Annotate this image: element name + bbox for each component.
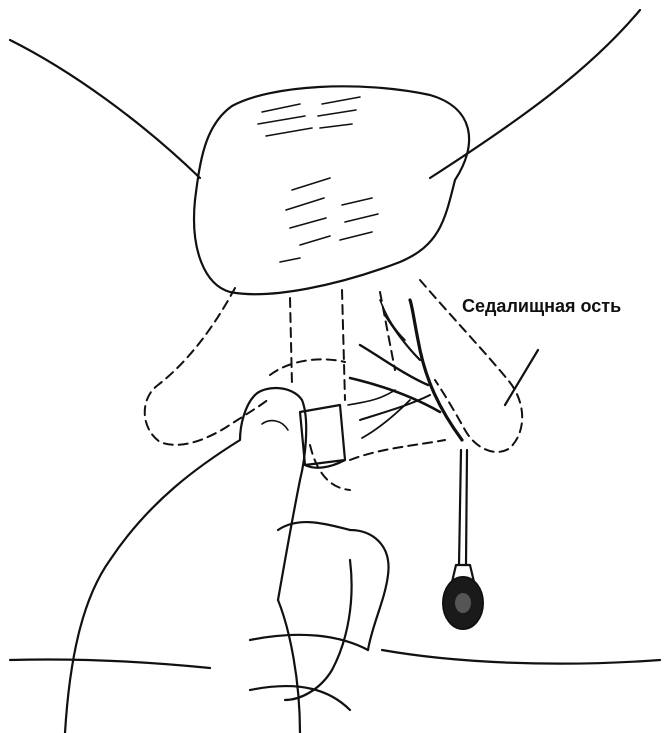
right-thigh-outline: [430, 10, 640, 178]
hand: [65, 388, 389, 733]
label-leader-line: [505, 350, 538, 405]
skin-line-right: [382, 650, 660, 664]
ischial-spine-label: Седалищная ость: [462, 296, 621, 317]
pudendal-nerve: [348, 300, 462, 440]
needle: [443, 450, 483, 629]
fetal-head: [194, 86, 469, 294]
skin-line-left: [10, 659, 210, 668]
left-thigh-outline: [10, 40, 200, 178]
